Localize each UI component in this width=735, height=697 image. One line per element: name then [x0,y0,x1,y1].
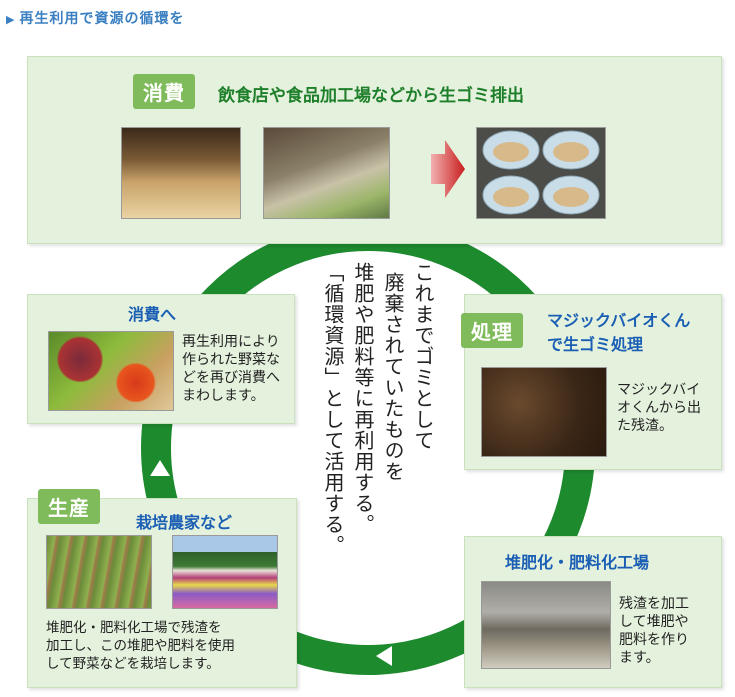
flower-field-photo [172,535,278,609]
restaurant-photo [121,127,241,219]
ring-arrow-icon [376,646,392,666]
page-title: ▶再生利用で資源の循環を [6,11,185,27]
process-badge: 処理 [461,313,523,348]
ring-arrow-icon [150,460,170,476]
ring-arrow-icon [596,506,617,524]
consume-again-panel: 消費へ 再生利用により 作られた野菜な どを再び消費へ まわします。 [27,294,295,424]
top-consume-panel: 消費 飲食店や食品加工場などから生ゴミ排出 [27,56,722,244]
consume-again-title: 消費へ [128,305,177,324]
food-waste-bins-photo [476,127,606,219]
process-title-line1: マジックバイオくん [547,311,691,330]
right-arrow-icon [431,140,465,198]
ring-arrow-icon [561,261,580,281]
factory-panel: 堆肥化・肥料化工場 残渣を加工 して堆肥や 肥料を作り ます。 [464,536,722,688]
consume-again-text: 再生利用により 作られた野菜な どを再び消費へ まわします。 [182,334,280,404]
production-badge: 生産 [38,489,100,524]
factory-title: 堆肥化・肥料化工場 [505,553,650,572]
factory-text: 残渣を加工 して堆肥や 肥料を作り ます。 [619,596,689,666]
triangle-bullet-icon: ▶ [6,13,16,26]
consume-badge: 消費 [133,74,195,109]
vegetables-photo [48,331,174,411]
residue-photo [481,367,607,457]
farm-panel: 生産 栽培農家など 堆肥化・肥料化工場で残渣を 加工し、この堆肥や肥料を使用 し… [27,489,297,688]
food-processing-photo [263,127,390,219]
process-title-line2: で生ゴミ処理 [547,335,644,354]
process-text: マジックバイ オくんから出 た残渣。 [617,382,701,434]
ring-arrow-icon [198,261,217,281]
farm-text: 堆肥化・肥料化工場で残渣を 加工し、この堆肥や肥料を使用 して野菜などを栽培しま… [46,620,235,672]
factory-photo [481,581,611,669]
center-message: これまでゴミとして 廃棄されていたものを 堆肥や肥料等に再利用する。 「循環資源… [321,262,435,556]
field-photo [46,535,152,609]
top-panel-title: 飲食店や食品加工場などから生ゴミ排出 [218,86,524,106]
bins-drawing [482,130,600,215]
process-panel: 処理 マジックバイオくん で生ゴミ処理 マジックバイ オくんから出 た残渣。 [461,294,722,470]
farm-title: 栽培農家など [136,513,233,532]
